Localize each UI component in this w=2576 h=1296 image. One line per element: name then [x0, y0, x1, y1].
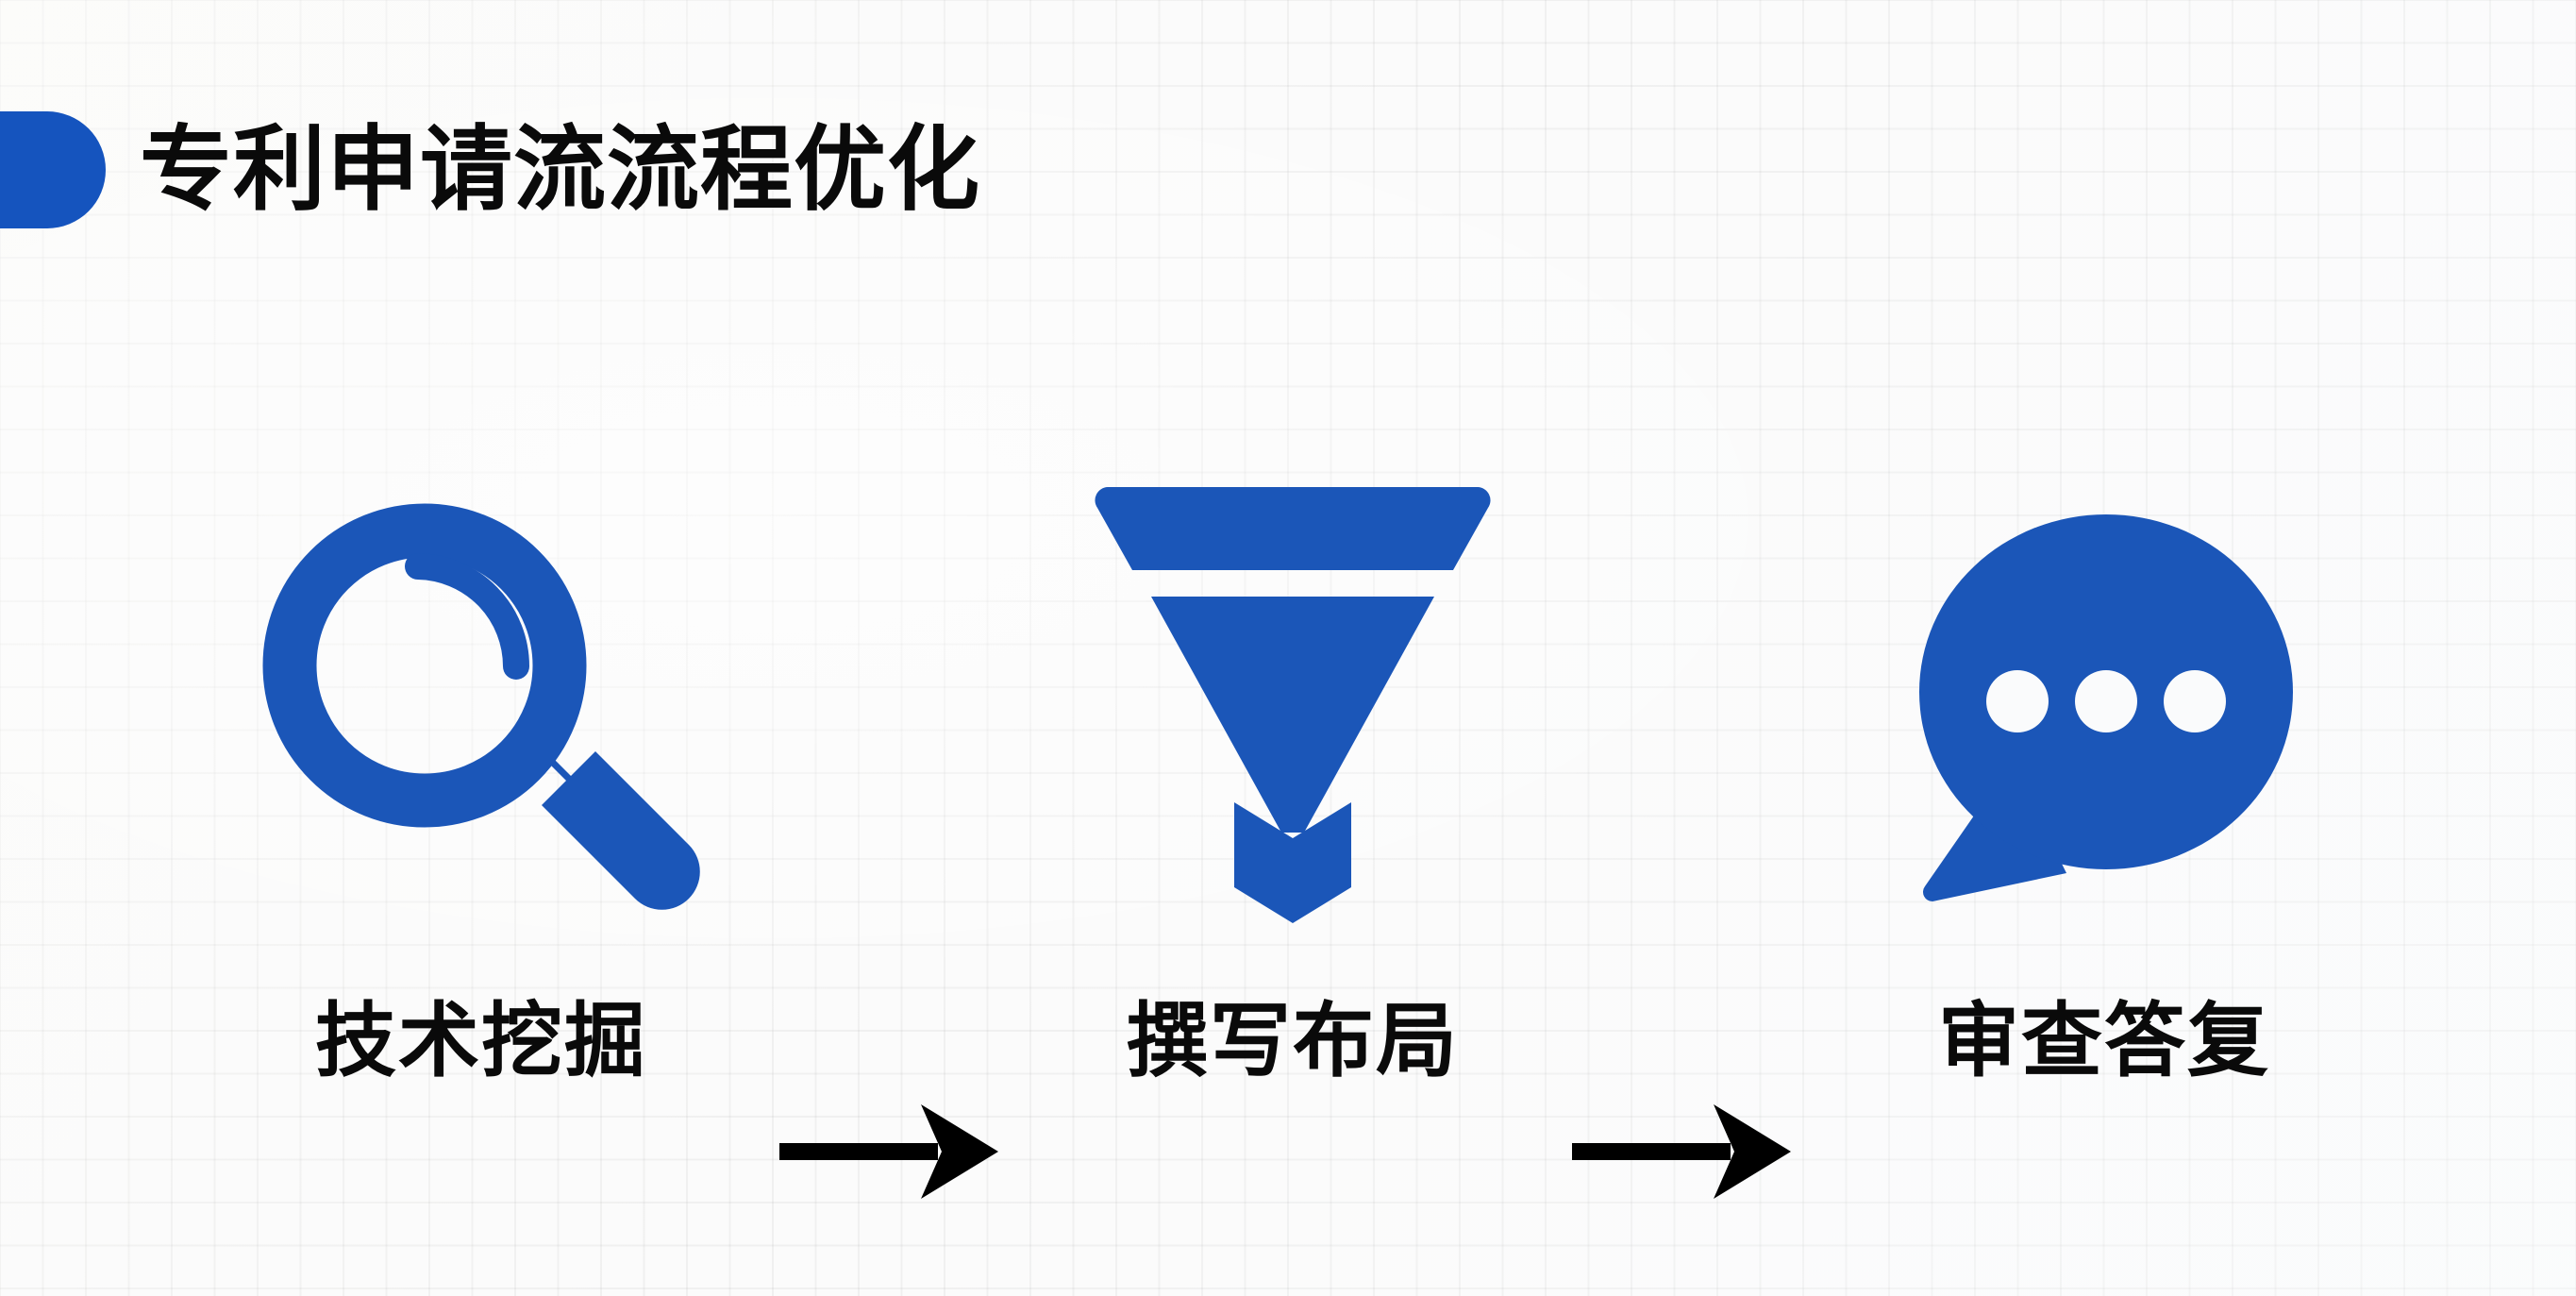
flow-step-icon-slot: [1812, 406, 2397, 1001]
flow-step-label: 撰写布局: [1127, 994, 1459, 1088]
bubble-dot-3: [2164, 670, 2226, 732]
flow-step-icon-slot: [1000, 406, 1585, 1001]
flow-step-technology-mining: 技术挖掘: [189, 406, 774, 1189]
funnel-icon: [1095, 487, 1491, 923]
bubble-dot-1: [1986, 670, 2049, 732]
bubble-dot-2: [2075, 670, 2137, 732]
flow-step-drafting-layout: 撰写布局: [1000, 406, 1585, 1189]
arrow-right-icon: [779, 1104, 998, 1199]
flow-step-label: 技术挖掘: [315, 994, 647, 1088]
arrow-right-icon: [1572, 1104, 1791, 1199]
header: 专利申请流流程优化: [0, 111, 980, 228]
flow-step-icon-slot: [189, 406, 774, 1001]
flow-connector-1: [779, 1095, 1006, 1208]
speech-bubble-ellipsis-icon: [1919, 514, 2293, 901]
magnifier-icon: [262, 503, 700, 910]
title-accent-badge: [0, 111, 106, 228]
flow-step-examination-response: 审查答复: [1812, 406, 2397, 1189]
flow-step-label: 审查答复: [1938, 994, 2270, 1088]
process-flow: 技术挖掘 撰写布局: [0, 406, 2576, 1199]
flow-connector-2: [1572, 1095, 1798, 1208]
page-title: 专利申请流流程优化: [140, 116, 981, 224]
